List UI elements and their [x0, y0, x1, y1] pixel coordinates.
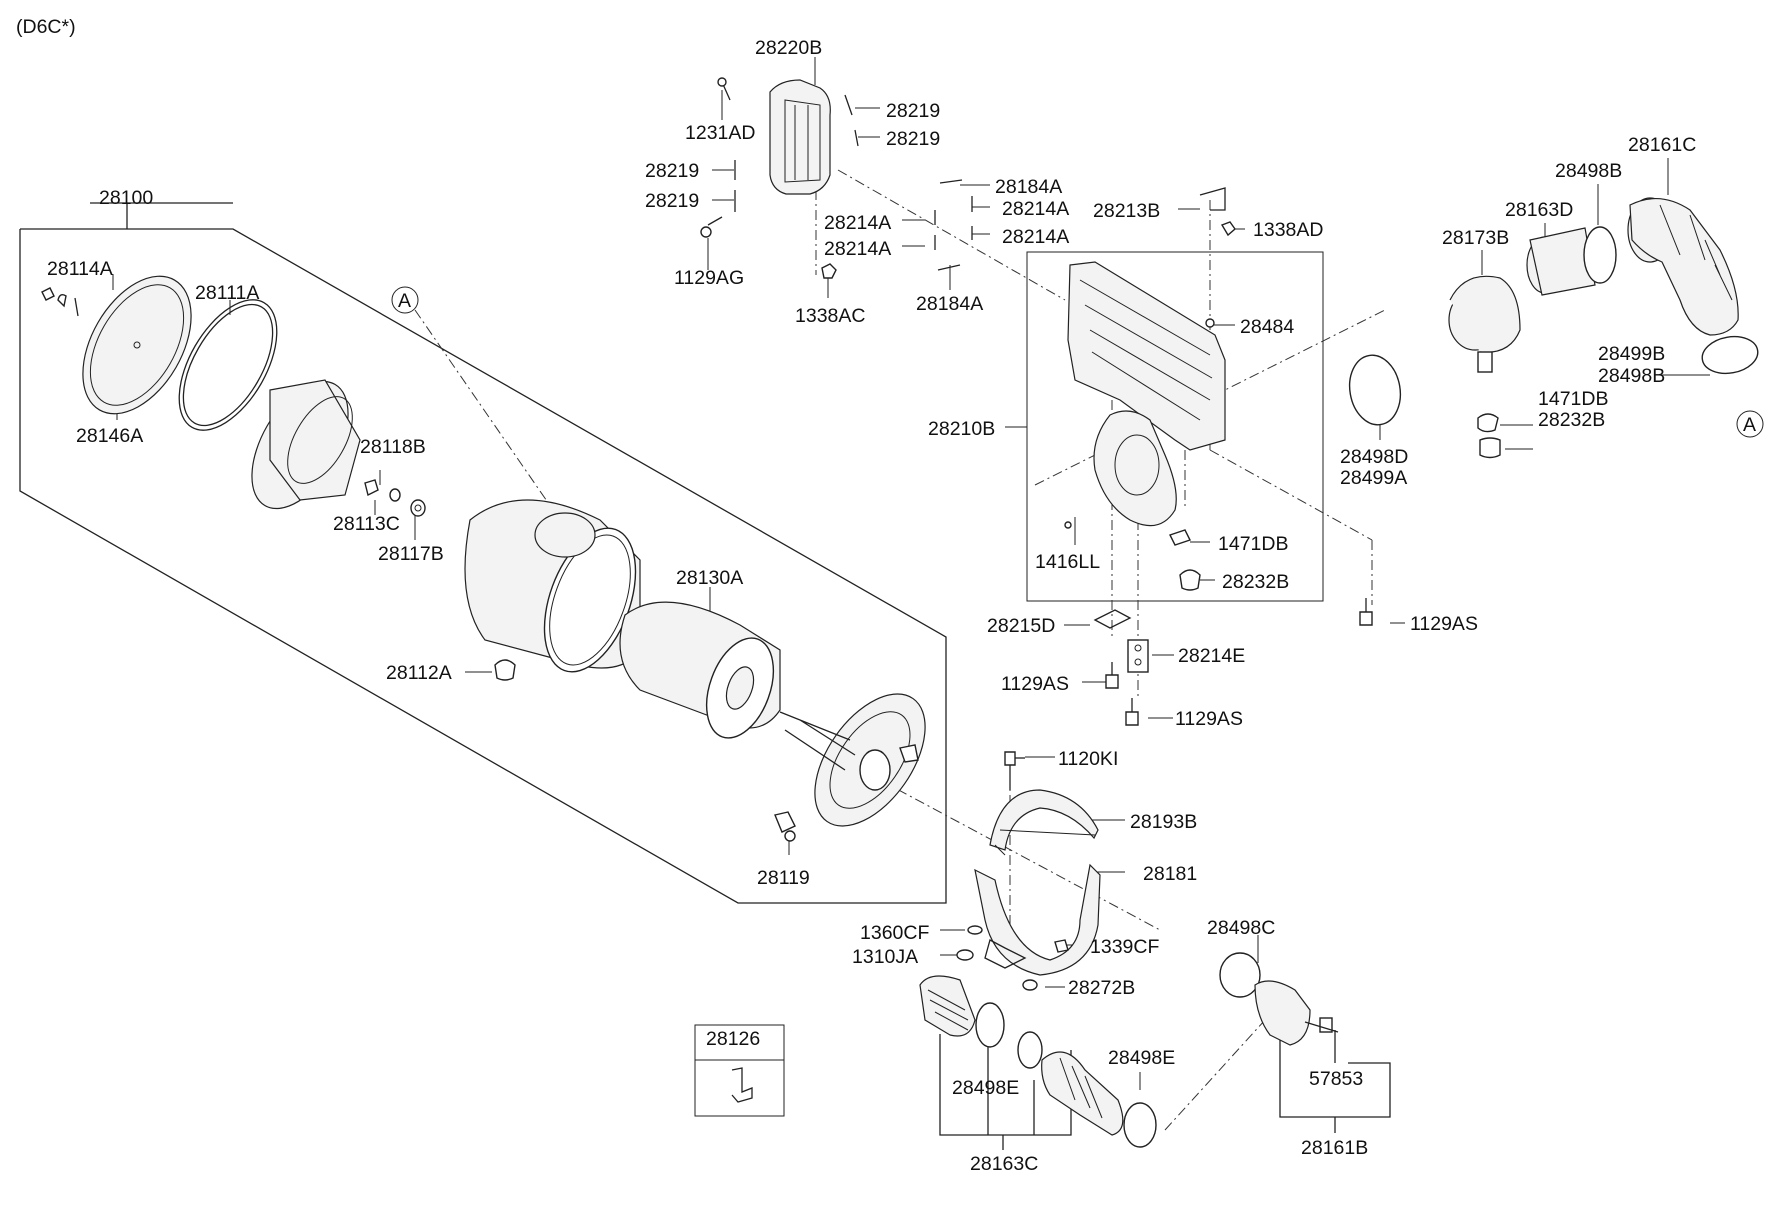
label-28210b: 28210B: [928, 418, 995, 440]
label-28130a: 28130A: [676, 567, 743, 589]
brackets-28215d-28214e: [1093, 598, 1373, 726]
label-28498e: 28498E: [1108, 1047, 1175, 1069]
label-1338ad: 1338AD: [1253, 219, 1323, 241]
label-57853: 57853: [1309, 1068, 1363, 1090]
label-28498b: 28498B: [1555, 160, 1622, 182]
label-28219: 28219: [645, 190, 699, 212]
label-28163c: 28163C: [970, 1153, 1038, 1175]
marker-a-left: A: [398, 290, 411, 312]
label-28232b: 28232B: [1538, 409, 1605, 431]
label-28499b: 28499B: [1598, 343, 1665, 365]
label-1471db: 1471DB: [1538, 388, 1608, 410]
label-28498e: 28498E: [952, 1077, 1019, 1099]
label-28213b: 28213B: [1093, 200, 1160, 222]
label-28219: 28219: [645, 160, 699, 182]
label-28118b: 28118B: [360, 436, 426, 458]
label-1129ag: 1129AG: [674, 267, 744, 289]
label-28498b: 28498B: [1598, 365, 1665, 387]
hose-assembly-bottom: [919, 952, 1339, 1148]
label-1416ll: 1416LL: [1035, 551, 1100, 573]
label-1129as: 1129AS: [1175, 708, 1243, 730]
part-drawings: A: [41, 77, 1764, 1148]
label-28114a: 28114A: [47, 258, 113, 280]
label-28184a: 28184A: [916, 293, 983, 315]
label-28484: 28484: [1240, 316, 1294, 338]
label-1338ac: 1338AC: [795, 305, 865, 327]
label-28126: 28126: [706, 1028, 760, 1050]
clips-28214a: [934, 179, 973, 271]
label-28214a: 28214A: [1002, 226, 1069, 248]
part-labels: 28220B 1231AD 28219 28219 28219 28219 11…: [47, 37, 1696, 1175]
label-28112a: 28112A: [386, 662, 452, 684]
shroud-28193b-28181: [956, 751, 1101, 991]
label-28161c: 28161C: [1628, 134, 1696, 156]
label-28214e: 28214E: [1178, 645, 1245, 667]
bracket-28213b: [1199, 187, 1236, 328]
label-28215d: 28215D: [987, 615, 1055, 637]
label-28161b: 28161B: [1301, 1137, 1368, 1159]
label-1339cf: 1339CF: [1090, 936, 1159, 958]
label-1231ad: 1231AD: [685, 122, 755, 144]
label-28184a: 28184A: [995, 176, 1062, 198]
label-28146a: 28146A: [76, 425, 143, 447]
label-1471db: 1471DB: [1218, 533, 1288, 555]
label-28219: 28219: [886, 100, 940, 122]
label-28111a: 28111A: [195, 282, 259, 304]
clip-28126-icon: [731, 1067, 753, 1103]
label-28498c: 28498C: [1207, 917, 1275, 939]
label-1129as: 1129AS: [1001, 673, 1069, 695]
label-1129as: 1129AS: [1410, 613, 1478, 635]
label-28193b: 28193B: [1130, 811, 1197, 833]
label-28219: 28219: [886, 128, 940, 150]
label-28499a: 28499A: [1340, 467, 1407, 489]
duct-28210b: [1064, 261, 1226, 591]
label-1360cf: 1360CF: [860, 922, 929, 944]
label-28272b: 28272B: [1068, 977, 1135, 999]
label-28173b: 28173B: [1442, 227, 1509, 249]
filter-assembly-left: [41, 275, 926, 842]
label-28117b: 28117B: [378, 543, 444, 565]
label-28214a: 28214A: [1002, 198, 1069, 220]
label-28100: 28100: [99, 187, 153, 209]
label-28181: 28181: [1143, 863, 1197, 885]
label-1120ki: 1120KI: [1058, 748, 1118, 770]
marker-a-right: A: [1743, 414, 1756, 436]
label-28119: 28119: [757, 867, 810, 889]
label-28163d: 28163D: [1505, 199, 1573, 221]
label-1310ja: 1310JA: [852, 946, 918, 968]
variant-label: (D6C*): [16, 16, 76, 38]
label-28214a: 28214A: [824, 212, 891, 234]
label-28232b: 28232B: [1222, 571, 1289, 593]
label-28214a: 28214A: [824, 238, 891, 260]
label-28113c: 28113C: [333, 513, 400, 535]
label-28220b: 28220B: [755, 37, 822, 59]
hose-assembly-right: A: [1348, 197, 1764, 459]
label-28498d: 28498D: [1340, 446, 1408, 468]
cover-28220b: [700, 77, 859, 279]
